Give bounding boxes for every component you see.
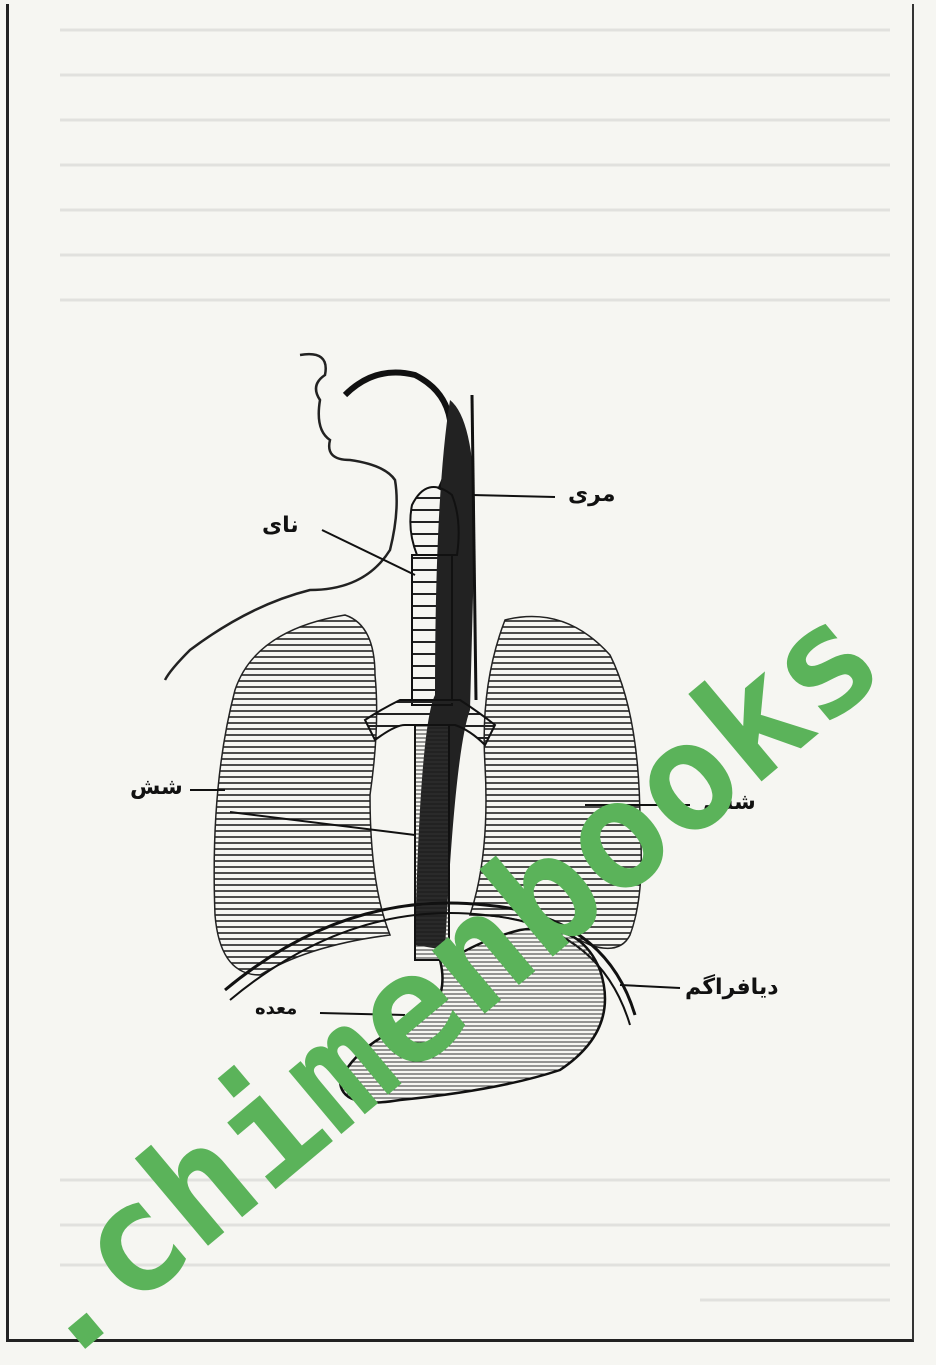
right-lung: [470, 617, 641, 949]
pharynx-outline: [345, 373, 451, 491]
stomach-label: معده: [255, 998, 297, 1019]
larynx: [410, 487, 458, 555]
trachea: [412, 555, 452, 705]
lower-esophagus: [415, 725, 449, 960]
trachea-label: نای: [262, 513, 299, 538]
left-lung-label: شش: [130, 775, 183, 800]
left-lung: [214, 615, 390, 975]
stomach: [340, 928, 605, 1102]
right-lung-label: شش: [703, 790, 756, 815]
diaphragm-label: دیافراگم: [685, 975, 779, 1000]
esophagus-label: مری: [568, 482, 615, 507]
